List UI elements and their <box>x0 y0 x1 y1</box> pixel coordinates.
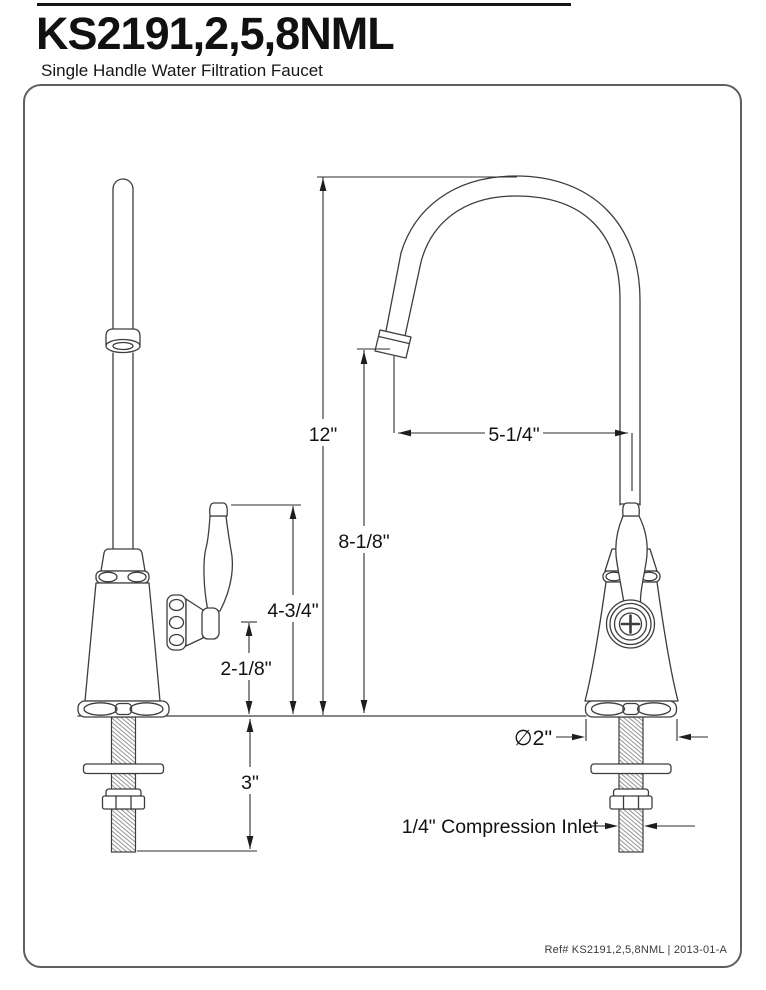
dim-label-side-outlet-height: 2-1/8" <box>220 658 271 680</box>
faucet-body-side <box>84 548 161 702</box>
faucet-front-view <box>374 175 679 853</box>
dim-side-outlet-height: 2-1/8" <box>218 621 275 714</box>
gooseneck-spout <box>374 175 641 506</box>
dim-base-diameter: ∅2" <box>514 719 708 750</box>
inlet-label: 1/4" Compression Inlet <box>402 816 599 838</box>
drawing-border <box>23 84 742 968</box>
dimension-annotations: 12" 8-1/8" 5-1/4" <box>137 176 708 852</box>
dim-spout-outlet-height: 8-1/8" <box>335 348 394 713</box>
phillips-screw-icon <box>620 614 641 634</box>
page-subtitle: Single Handle Water Filtration Faucet <box>41 61 323 80</box>
dim-label-handle-top-height: 4-3/4" <box>267 600 318 622</box>
dim-label-spout-outlet-height: 8-1/8" <box>338 531 389 553</box>
dim-spout-reach: 5-1/4" <box>393 356 633 491</box>
mounting-shank-side-view <box>77 700 170 853</box>
mounting-shank-front-view <box>584 700 678 853</box>
page-title: KS2191,2,5,8NML <box>36 8 395 59</box>
spout-riser-side <box>105 178 141 550</box>
escutcheon-and-screw <box>605 599 656 649</box>
valve-and-handle-side <box>166 502 234 651</box>
faucet-side-view <box>77 178 234 853</box>
header-rule <box>37 3 571 6</box>
dim-handle-top-height: 4-3/4" <box>231 504 322 714</box>
inlet-callout: 1/4" Compression Inlet <box>402 816 695 838</box>
spout-tip <box>374 329 412 359</box>
dim-label-spout-reach: 5-1/4" <box>488 424 539 446</box>
dim-shank-length: 3" <box>137 719 265 852</box>
reference-number: Ref# KS2191,2,5,8NML | 2013-01-A <box>544 944 727 956</box>
dim-label-base-diameter: ∅2" <box>514 726 552 750</box>
dim-overall-height: 12" <box>303 176 517 715</box>
dim-label-overall-height: 12" <box>309 424 338 446</box>
dim-label-shank-length: 3" <box>241 772 259 794</box>
